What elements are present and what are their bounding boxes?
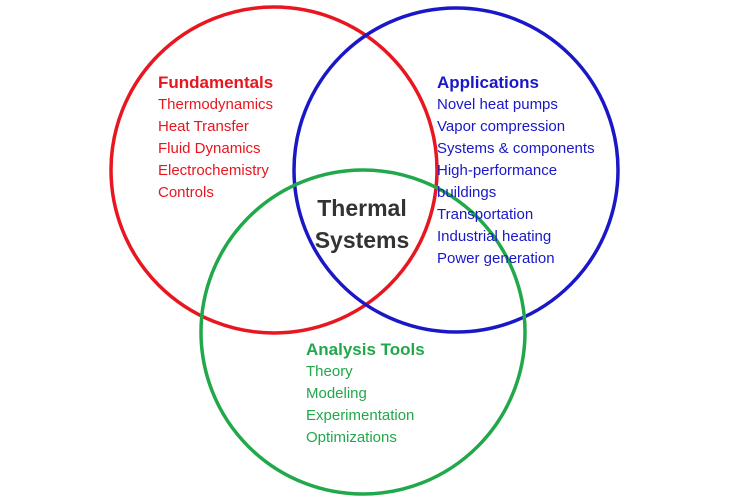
analysis-tools-group: Analysis Tools Theory Modeling Experimen… <box>306 339 425 449</box>
fundamentals-title: Fundamentals <box>158 73 274 92</box>
fundamentals-item: Thermodynamics <box>158 96 274 113</box>
applications-list: Novel heat pumps Vapor compression Syste… <box>437 94 595 270</box>
applications-item: High-performance <box>437 162 558 179</box>
fundamentals-item: Electrochemistry <box>158 162 269 179</box>
applications-item: Power generation <box>437 250 555 267</box>
applications-item: Vapor compression <box>437 118 566 135</box>
applications-item: Transportation <box>437 206 534 223</box>
analysis-tools-list: Theory Modeling Experimentation Optimiza… <box>306 361 425 449</box>
analysis-tools-item: Theory <box>306 363 353 380</box>
analysis-tools-item: Modeling <box>306 385 367 402</box>
fundamentals-item: Fluid Dynamics <box>158 140 261 157</box>
applications-item: buildings <box>437 184 497 201</box>
fundamentals-circle <box>109 5 439 335</box>
center-label: Thermal Systems <box>296 192 428 256</box>
applications-circle <box>292 6 620 334</box>
analysis-tools-title: Analysis Tools <box>306 340 425 359</box>
center-label-line: Systems <box>314 227 410 253</box>
applications-title: Applications <box>437 73 540 92</box>
analysis-tools-circle <box>199 168 527 496</box>
applications-item: Systems & components <box>437 140 595 157</box>
fundamentals-item: Heat Transfer <box>158 118 249 135</box>
center-label-line: Thermal <box>317 195 407 221</box>
applications-group: Applications Novel heat pumps Vapor comp… <box>437 72 595 270</box>
fundamentals-list: Thermodynamics Heat Transfer Fluid Dynam… <box>158 94 273 204</box>
fundamentals-item: Controls <box>158 184 214 201</box>
fundamentals-group: Fundamentals Thermodynamics Heat Transfe… <box>158 72 273 204</box>
applications-item: Industrial heating <box>437 228 552 245</box>
applications-item: Novel heat pumps <box>437 96 558 113</box>
analysis-tools-item: Experimentation <box>306 407 415 424</box>
analysis-tools-item: Optimizations <box>306 429 397 446</box>
